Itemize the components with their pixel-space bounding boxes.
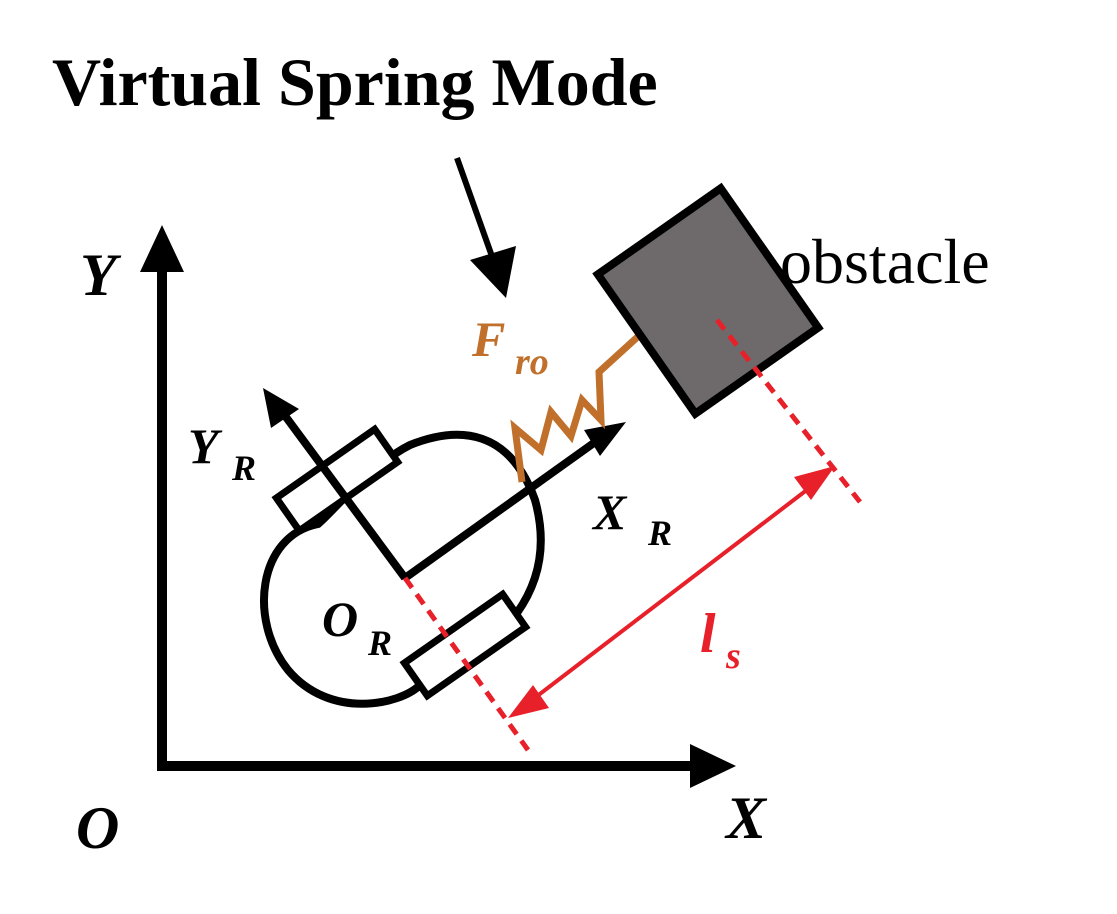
robot-origin-label: O R xyxy=(322,591,392,663)
world-x-axis xyxy=(157,744,736,788)
world-y-label: Y xyxy=(80,242,122,308)
diagram-title: Virtual Spring Mode xyxy=(52,44,658,120)
robot-y-label: Y R xyxy=(188,418,256,488)
svg-text:Y: Y xyxy=(188,418,223,474)
svg-text:F: F xyxy=(471,311,505,367)
svg-text:l: l xyxy=(700,603,716,665)
svg-text:ro: ro xyxy=(515,341,549,383)
world-origin-label: O xyxy=(76,795,119,861)
robot-y-axis xyxy=(263,388,409,581)
world-x-label: X xyxy=(724,785,768,851)
svg-text:O: O xyxy=(322,591,358,647)
title-pointer-arrow-icon xyxy=(454,156,516,298)
robot-wheel-bottom xyxy=(399,589,531,701)
svg-text:R: R xyxy=(367,623,392,663)
virtual-spring xyxy=(510,319,657,483)
svg-text:s: s xyxy=(725,635,741,677)
world-y-axis xyxy=(140,225,184,770)
robot-x-axis xyxy=(402,422,626,582)
distance-label: l s xyxy=(700,603,741,677)
obstacle-block xyxy=(592,182,824,420)
robot-reference-dashed-line xyxy=(402,576,531,752)
svg-text:R: R xyxy=(647,513,672,553)
robot-x-label: X R xyxy=(591,484,672,553)
svg-text:R: R xyxy=(231,448,256,488)
obstacle-label: obstacle xyxy=(780,226,990,297)
distance-arrow xyxy=(508,466,835,718)
svg-text:X: X xyxy=(591,484,628,540)
force-label: F ro xyxy=(471,311,549,383)
